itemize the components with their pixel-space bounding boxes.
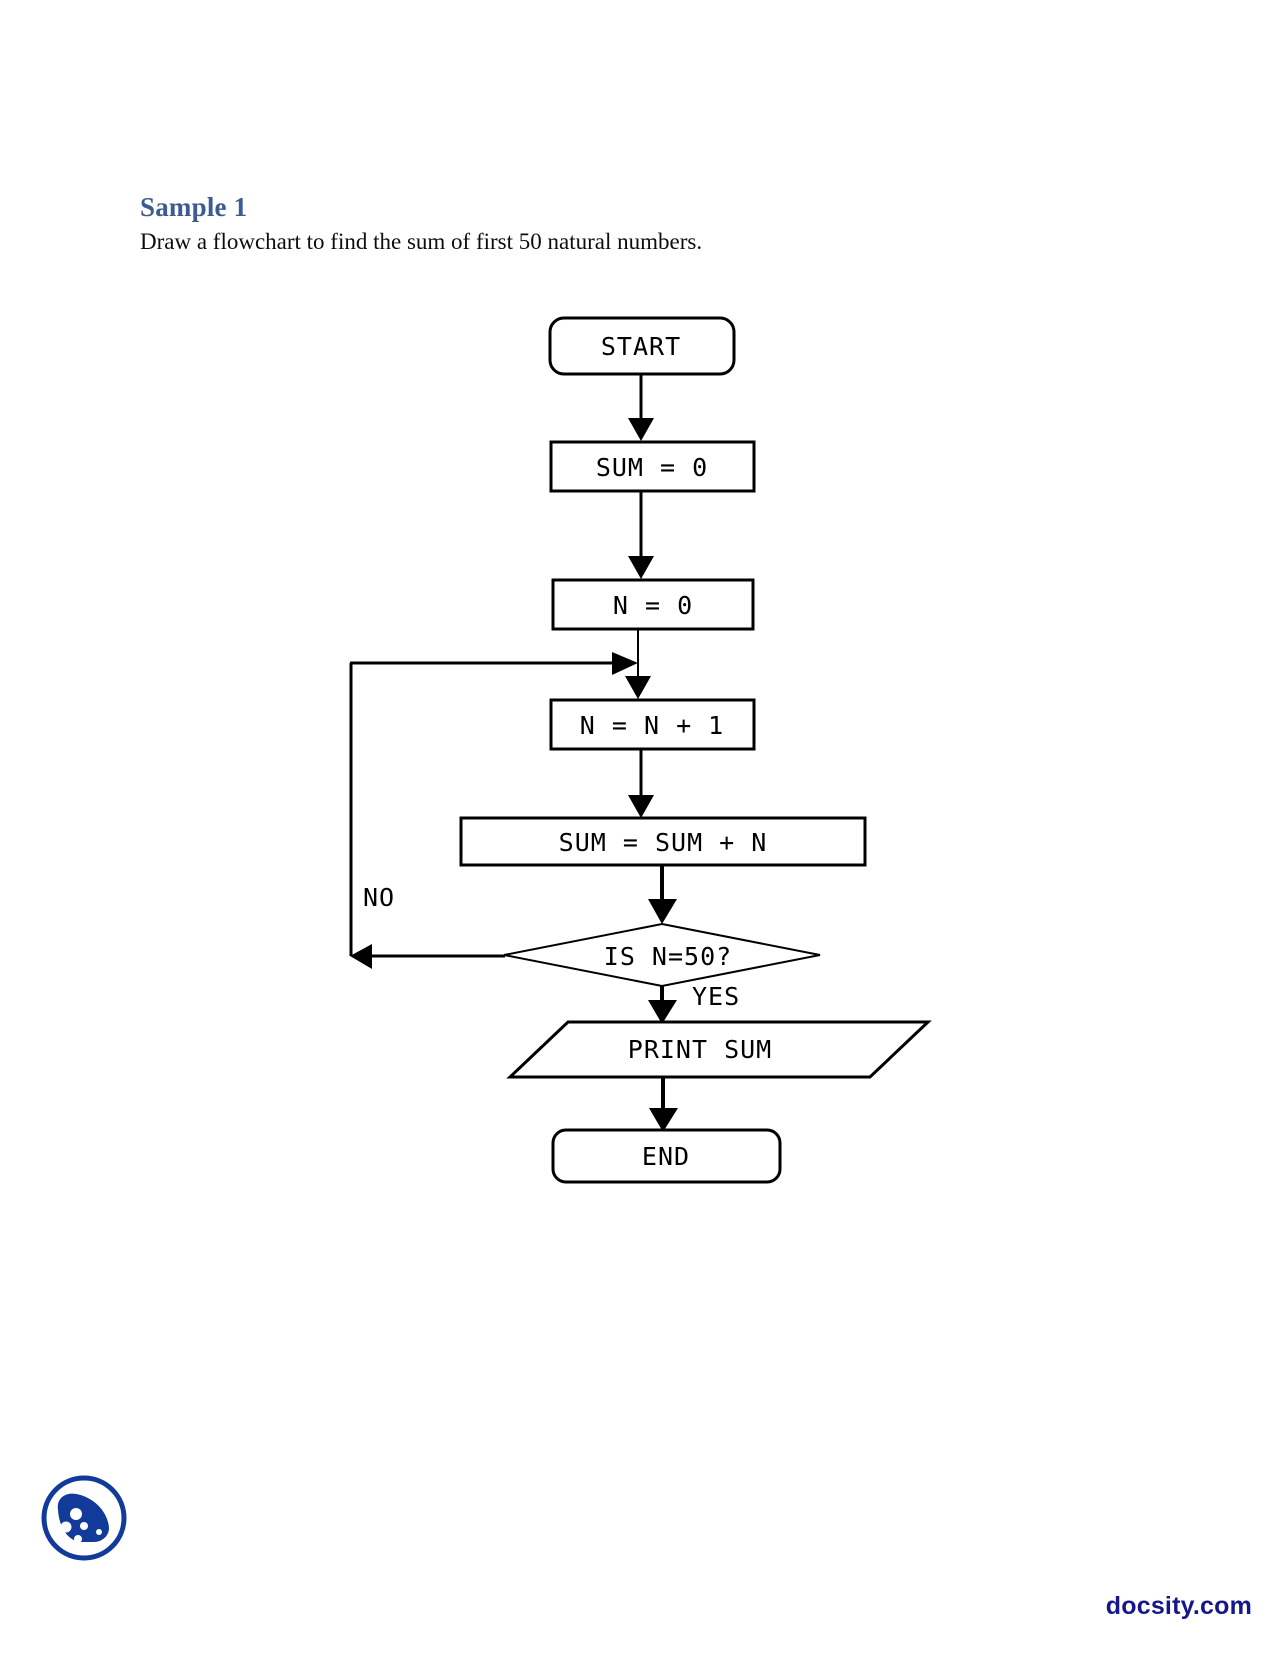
flow-node-n-increment[interactable]: N = N + 1: [549, 698, 756, 751]
edge-sum0-to-n0: [628, 491, 654, 579]
edge-sumadd-to-test: [648, 865, 677, 924]
flow-node-sum-accumulate-label: SUM = SUM + N: [559, 828, 768, 857]
flow-node-start-label: START: [601, 332, 681, 361]
flow-node-decision[interactable]: IS N=50?: [503, 922, 821, 988]
flow-node-sum-init[interactable]: SUM = 0: [549, 440, 756, 493]
branch-label-yes: YES: [692, 982, 740, 1011]
footer-brand-text: docsity.com: [1105, 1592, 1252, 1620]
branch-label-no: NO: [363, 883, 395, 912]
flow-node-end-label: END: [642, 1142, 690, 1171]
edge-test-yes-to-print: [648, 985, 677, 1024]
edge-test-no-loop: [349, 652, 638, 969]
flow-node-n-init[interactable]: N = 0: [551, 578, 755, 631]
flowchart-diagram: START SUM = 0 N = 0 N = N + 1 SUM = SUM …: [349, 316, 932, 1184]
flow-node-sum-init-label: SUM = 0: [596, 453, 708, 482]
flow-node-start[interactable]: START: [548, 316, 736, 376]
edge-ninc-to-sumadd: [628, 749, 654, 818]
flow-node-print[interactable]: PRINT SUM: [506, 1020, 932, 1079]
page-title: Sample 1: [140, 192, 248, 222]
page-subtitle: Draw a flowchart to find the sum of firs…: [140, 229, 703, 254]
edge-n0-to-ninc: [625, 629, 651, 699]
flow-node-n-init-label: N = 0: [613, 591, 693, 620]
docsity-logo-icon: [36, 1470, 132, 1566]
flow-connectors: [349, 373, 678, 1132]
flow-node-decision-label: IS N=50?: [604, 942, 732, 971]
edge-start-to-sum0: [628, 373, 654, 441]
flow-node-sum-accumulate[interactable]: SUM = SUM + N: [459, 816, 867, 867]
edge-print-to-end: [649, 1077, 678, 1132]
flow-node-n-increment-label: N = N + 1: [580, 711, 724, 740]
flow-node-print-label: PRINT SUM: [628, 1035, 772, 1064]
flow-node-end[interactable]: END: [551, 1128, 782, 1184]
